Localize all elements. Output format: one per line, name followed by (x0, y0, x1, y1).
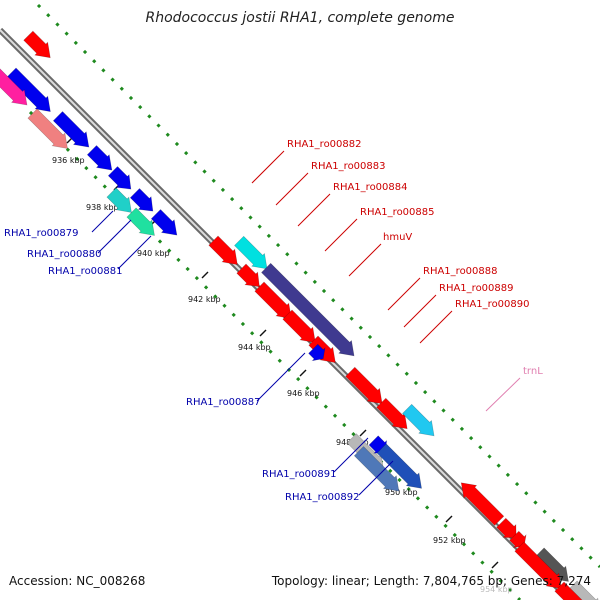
scale-label-0: 936 kbp (52, 156, 85, 165)
gene-arrow-u[interactable] (402, 403, 435, 437)
leader-line-1 (275, 172, 309, 206)
scale-label-5: 946 kbp (287, 389, 320, 398)
gene-arrow-j[interactable] (106, 187, 132, 213)
scale-label-9: 954 kbp (480, 585, 513, 594)
label-trnl[interactable]: trnL (523, 366, 543, 377)
label-ro00889[interactable]: RHA1_ro00889 (439, 283, 514, 294)
leader-line-10 (97, 219, 132, 254)
gene-arrow-z[interactable] (460, 482, 505, 526)
accession-text: Accession: NC_008268 (9, 574, 146, 588)
scale-label-2: 940 kbp (137, 249, 170, 258)
scale-tick-5 (299, 369, 307, 377)
leader-line-8 (485, 377, 521, 412)
gene-arrow-e[interactable] (27, 108, 68, 149)
upper-dotted-guide (36, 3, 600, 569)
gene-arrow-m[interactable] (208, 235, 238, 265)
dotted-guides (28, 3, 600, 600)
scale-label-1: 938 kbp (86, 203, 119, 212)
label-ro00879[interactable]: RHA1_ro00879 (4, 228, 79, 239)
label-ro00890[interactable]: RHA1_ro00890 (455, 299, 530, 310)
gene-arrow-g[interactable] (107, 166, 132, 190)
gene-arrow-f[interactable] (86, 145, 113, 171)
leader-line-6 (403, 294, 437, 328)
leader-line-14 (358, 460, 394, 496)
genome-backbone (0, 27, 575, 600)
gene-arrow-p[interactable] (254, 281, 292, 319)
scale-tick-8 (445, 515, 453, 523)
label-ro00887[interactable]: RHA1_ro00887 (186, 397, 261, 408)
gene-arrow-x[interactable] (353, 446, 400, 492)
label-ro00885[interactable]: RHA1_ro00885 (360, 207, 435, 218)
scale-tick-6 (359, 429, 367, 437)
label-ro00880[interactable]: RHA1_ro00880 (27, 249, 102, 260)
leader-line-7 (419, 310, 453, 344)
gene-arrow-i[interactable] (150, 209, 178, 236)
gene-arrow-s[interactable] (345, 366, 383, 405)
scale-label-8: 952 kbp (433, 536, 466, 545)
gene-arrow-n[interactable] (236, 263, 260, 287)
label-ro00891[interactable]: RHA1_ro00891 (262, 469, 337, 480)
gene-arrow-ad[interactable] (514, 541, 562, 589)
topology-text: Topology: linear; Length: 7,804,765 bp; … (271, 574, 591, 588)
gene-arrow-aa[interactable] (496, 517, 517, 539)
label-ro00888[interactable]: RHA1_ro00888 (423, 266, 498, 277)
label-hmuv[interactable]: hmuV (383, 232, 412, 243)
gene-arrow-l[interactable] (234, 235, 268, 270)
lower-dotted-guide (28, 110, 522, 600)
gene-arrow-k[interactable] (126, 207, 155, 236)
feature-labels: RHA1_ro00882 RHA1_ro00883 RHA1_ro00884 R… (4, 139, 543, 503)
genome-title: Rhodococcus jostii RHA1, complete genome (145, 10, 455, 26)
gene-arrow-ah[interactable] (308, 343, 326, 362)
scale-label-7: 950 kbp (385, 488, 418, 497)
leader-line-12 (256, 352, 306, 402)
gene-arrow-c[interactable] (0, 62, 28, 106)
gene-arrow-h[interactable] (129, 188, 154, 212)
label-ro00882[interactable]: RHA1_ro00882 (287, 139, 362, 150)
label-leader-lines (91, 150, 521, 496)
gene-arrow-af[interactable] (554, 581, 592, 600)
scale-tick-4 (259, 329, 267, 337)
gene-features (0, 30, 599, 600)
leader-line-3 (324, 218, 358, 252)
gene-arrow-o[interactable] (261, 262, 355, 357)
leader-line-0 (251, 150, 285, 184)
gene-arrow-d[interactable] (52, 111, 90, 148)
leader-line-5 (387, 277, 421, 311)
gene-arrow-ab[interactable] (509, 530, 527, 549)
leader-line-13 (333, 437, 369, 473)
scale-tick-9 (491, 561, 499, 569)
scale-label-3: 942 kbp (188, 295, 221, 304)
gene-arrow-t[interactable] (376, 397, 408, 430)
label-ro00883[interactable]: RHA1_ro00883 (311, 161, 386, 172)
label-ro00892[interactable]: RHA1_ro00892 (285, 492, 360, 503)
label-ro00884[interactable]: RHA1_ro00884 (333, 182, 408, 193)
leader-line-9 (91, 210, 114, 233)
label-ro00881[interactable]: RHA1_ro00881 (48, 266, 123, 277)
leader-line-4 (348, 243, 382, 277)
leader-line-11 (117, 235, 152, 270)
gene-arrow-a[interactable] (23, 30, 51, 59)
gene-arrow-q[interactable] (282, 309, 316, 343)
gene-arrow-y[interactable] (376, 443, 422, 489)
scale-label-4: 944 kbp (238, 343, 271, 352)
scale-tick-3 (201, 271, 209, 279)
leader-line-2 (297, 193, 331, 227)
